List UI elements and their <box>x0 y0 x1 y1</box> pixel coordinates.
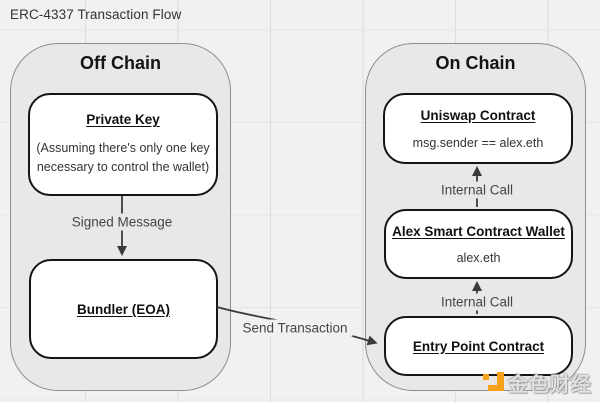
edge-label-signed-message: Signed Message <box>66 213 178 231</box>
private-key-description-line1: (Assuming there's only one key <box>36 141 210 155</box>
diagram-title: ERC-4337 Transaction Flow <box>10 7 182 22</box>
entry-point-title: Entry Point Contract <box>412 338 545 354</box>
edge-label-internal-call-lower: Internal Call <box>435 293 519 311</box>
uniswap-title: Uniswap Contract <box>420 107 536 123</box>
alex-wallet-subtitle: alex.eth <box>456 250 501 265</box>
off-chain-title: Off Chain <box>80 53 161 73</box>
watermark: 金色财经 <box>483 368 592 397</box>
node-entry-point-contract: Entry Point Contract <box>384 316 573 376</box>
node-alex-smart-contract-wallet: Alex Smart Contract Wallet alex.eth <box>384 209 573 279</box>
uniswap-subtitle: msg.sender == alex.eth <box>412 135 544 150</box>
edge-label-send-transaction: Send Transaction <box>237 319 353 337</box>
private-key-description: (Assuming there's only one key necessary … <box>36 139 209 177</box>
private-key-description-line2: necessary to control the wallet) <box>36 160 210 174</box>
watermark-text: 金色财经 <box>508 372 592 396</box>
edge-label-internal-call-upper: Internal Call <box>435 181 519 199</box>
node-bundler-eoa: Bundler (EOA) <box>29 259 218 359</box>
alex-wallet-title: Alex Smart Contract Wallet <box>392 223 565 239</box>
on-chain-container: On Chain Uniswap Contract msg.sender == … <box>365 43 586 391</box>
private-key-title: Private Key <box>86 112 160 127</box>
jinse-finance-logo-icon <box>483 372 504 393</box>
on-chain-title: On Chain <box>435 53 516 73</box>
bundler-title: Bundler (EOA) <box>77 301 170 317</box>
node-uniswap-contract: Uniswap Contract msg.sender == alex.eth <box>383 93 573 164</box>
node-private-key: Private Key (Assuming there's only one k… <box>28 93 218 196</box>
